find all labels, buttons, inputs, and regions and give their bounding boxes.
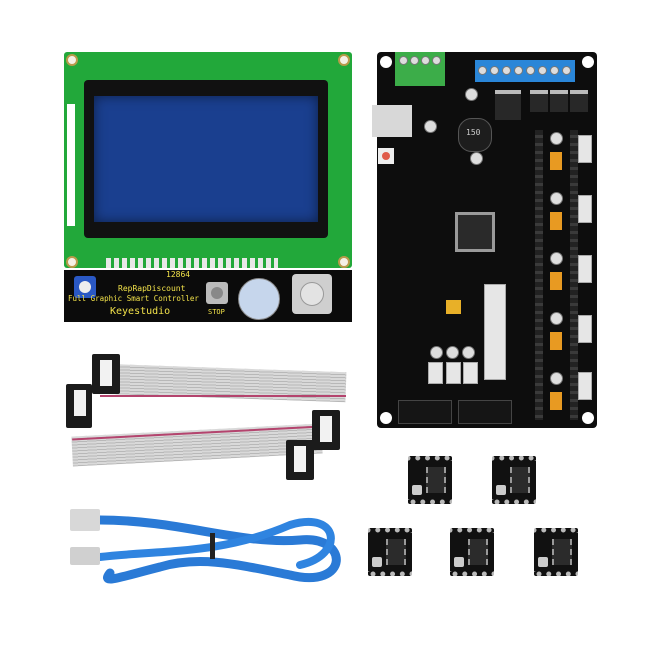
lcd-screen [94, 96, 318, 222]
capacitor [470, 152, 483, 165]
idc-connector [286, 440, 314, 480]
capacitor [465, 88, 478, 101]
mosfet [530, 90, 548, 112]
lcd-model-label: 12864 [166, 270, 191, 279]
motor-connector [578, 372, 592, 400]
terminal-screw [502, 66, 511, 75]
usb-cable [70, 509, 341, 584]
tantalum-cap [550, 152, 562, 170]
ribbon-cable [71, 423, 323, 467]
mosfet [550, 90, 568, 112]
stepper-driver [450, 528, 494, 576]
board-mount-hole [582, 412, 594, 424]
endstop-connectors [484, 284, 506, 380]
lcd-brand: Keyestudio [110, 306, 171, 317]
idc-connector [312, 410, 340, 450]
tantalum-cap [550, 332, 562, 350]
tantalum-cap [550, 272, 562, 290]
terminal-screw [490, 66, 499, 75]
lcd-header-pins [106, 258, 278, 268]
stop-label: STOP [208, 308, 225, 316]
usb-b-port [372, 105, 412, 137]
rotary-encoder [292, 274, 332, 314]
stepper-driver [492, 456, 536, 504]
capacitor [550, 132, 563, 145]
capacitor [462, 346, 475, 359]
mosfet [570, 90, 588, 112]
terminal-screw [432, 56, 441, 65]
capacitor [550, 372, 563, 385]
ribbon-red-stripe [100, 395, 346, 397]
motor-connector [578, 135, 592, 163]
output-terminal-blue [475, 60, 575, 82]
resistor-array [446, 300, 461, 314]
mount-hole [66, 54, 78, 66]
mount-hole [338, 256, 350, 268]
stepper-driver [368, 528, 412, 576]
capacitor [550, 252, 563, 265]
terminal-screw [526, 66, 535, 75]
terminal-screw [410, 56, 419, 65]
lcd-title-line2: Full Graphic Smart Controller [68, 294, 199, 303]
capacitor [550, 312, 563, 325]
lcd-title-line1: RepRapDiscount [118, 284, 186, 293]
driver-socket [535, 130, 543, 420]
stepper-driver [408, 456, 452, 504]
thermistor-connector [446, 362, 461, 384]
terminal-screw [399, 56, 408, 65]
thermistor-connector [463, 362, 478, 384]
tantalum-cap [550, 392, 562, 410]
motor-connector [578, 315, 592, 343]
capacitor [424, 120, 437, 133]
terminal-screw [550, 66, 559, 75]
capacitor [430, 346, 443, 359]
lcd-backlight-strip [67, 104, 75, 226]
capacitor [550, 192, 563, 205]
inductor-label: 150 [466, 128, 481, 137]
board-mount-hole [380, 412, 392, 424]
terminal-screw [538, 66, 547, 75]
terminal-screw [514, 66, 523, 75]
board-mount-hole [380, 56, 392, 68]
exp1-header [398, 400, 452, 424]
terminal-screw [478, 66, 487, 75]
reset-button [378, 148, 394, 164]
regulator [495, 90, 521, 120]
exp2-header [458, 400, 512, 424]
microcontroller-chip [455, 212, 495, 252]
buzzer [238, 278, 280, 320]
stop-button [206, 282, 228, 304]
mount-hole [66, 256, 78, 268]
mount-hole [338, 54, 350, 66]
board-mount-hole [582, 56, 594, 68]
idc-connector [66, 384, 92, 428]
idc-connector [92, 354, 120, 394]
terminal-screw [421, 56, 430, 65]
terminal-screw [562, 66, 571, 75]
motor-connector [578, 255, 592, 283]
driver-socket [570, 130, 578, 420]
inductor [458, 118, 492, 152]
capacitor [446, 346, 459, 359]
tantalum-cap [550, 212, 562, 230]
contrast-potentiometer [74, 276, 96, 298]
thermistor-connector [428, 362, 443, 384]
stepper-driver [534, 528, 578, 576]
motor-connector [578, 195, 592, 223]
